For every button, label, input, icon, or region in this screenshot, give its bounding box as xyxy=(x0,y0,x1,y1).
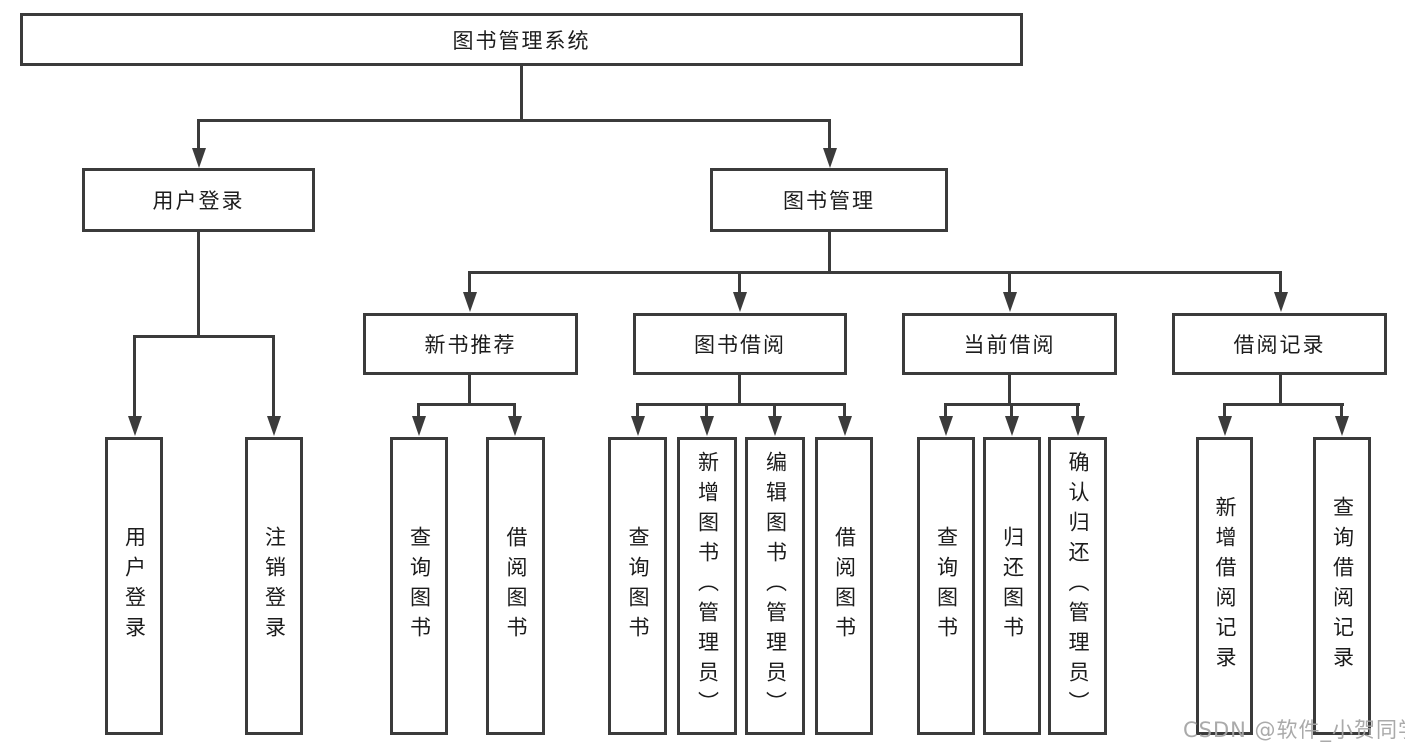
arrow-to-bb-add xyxy=(699,416,714,436)
arrow-to-bb-borrow xyxy=(837,416,852,436)
leaf-rec-borrow-books: 借阅图书 xyxy=(486,437,545,735)
leaf-cb-confirm-return-admin: 确认归还（管理员） xyxy=(1048,437,1107,735)
arrow-to-cb-query xyxy=(938,416,953,436)
drop-cb-query xyxy=(944,403,947,418)
connector-borrow-records-stub xyxy=(1279,375,1282,406)
drop-rec-query xyxy=(417,403,420,418)
arrow-to-br-add xyxy=(1217,416,1232,436)
arrow-to-cb-confirm xyxy=(1070,416,1085,436)
arrow-to-leaf-login xyxy=(127,416,142,436)
drop-bb-borrow xyxy=(843,403,846,418)
arrow-to-cb-return xyxy=(1004,416,1019,436)
arrow-to-rec-borrow xyxy=(507,416,522,436)
arrow-to-book-mgmt xyxy=(822,148,837,168)
arrow-to-leaf-logout xyxy=(266,416,281,436)
csdn-watermark: CSDN @软件_小贺同学 xyxy=(1183,718,1405,742)
connector-borrow-records-rail xyxy=(1223,403,1344,406)
drop-cb-return xyxy=(1010,403,1013,418)
connector-user-login-drop xyxy=(197,119,200,150)
leaf-bb-query-books: 查询图书 xyxy=(608,437,667,735)
drop-bb-query xyxy=(636,403,639,418)
drop-bb-add xyxy=(705,403,708,418)
leaf-logout: 注销登录 xyxy=(245,437,303,735)
connector-borrow-records-drop xyxy=(1279,271,1282,294)
drop-cb-confirm xyxy=(1076,403,1079,418)
arrow-to-bb-query xyxy=(630,416,645,436)
node-root-library-system: 图书管理系统 xyxy=(20,13,1023,66)
connector-current-borrow-stub xyxy=(1008,375,1011,406)
node-book-borrow: 图书借阅 xyxy=(633,313,847,375)
connector-new-book-rec-stub xyxy=(468,375,471,406)
leaf-bb-edit-books-admin: 编辑图书（管理员） xyxy=(745,437,805,735)
connector-level2-rail xyxy=(197,119,831,122)
connector-book-mgmt-stub xyxy=(828,232,831,274)
arrow-to-current-borrow xyxy=(1002,292,1017,312)
leaf-bb-add-books-admin: 新增图书（管理员） xyxy=(677,437,737,735)
arrow-to-book-borrow xyxy=(732,292,747,312)
connector-current-borrow-drop xyxy=(1008,271,1011,294)
connector-user-login-rail xyxy=(133,335,275,338)
node-book-mgmt: 图书管理 xyxy=(710,168,948,232)
arrow-to-bb-edit xyxy=(767,416,782,436)
connector-new-book-rec-drop xyxy=(468,271,471,294)
arrow-to-new-book-rec xyxy=(462,292,477,312)
leaf-rec-query-books: 查询图书 xyxy=(390,437,448,735)
node-user-login: 用户登录 xyxy=(82,168,315,232)
leaf-cb-query-books: 查询图书 xyxy=(917,437,975,735)
arrow-to-rec-query xyxy=(411,416,426,436)
connector-book-mgmt-drop xyxy=(828,119,831,150)
connector-root-drop xyxy=(520,66,523,120)
connector-user-login-stub xyxy=(197,232,200,338)
leaf-cb-return-books: 归还图书 xyxy=(983,437,1041,735)
connector-leaf-login-drop xyxy=(133,335,136,418)
drop-rec-borrow xyxy=(513,403,516,418)
arrow-to-borrow-records xyxy=(1273,292,1288,312)
arrow-to-br-query xyxy=(1334,416,1349,436)
leaf-user-login: 用户登录 xyxy=(105,437,163,735)
drop-br-query xyxy=(1340,403,1343,418)
drop-br-add xyxy=(1223,403,1226,418)
leaf-bb-borrow-books: 借阅图书 xyxy=(815,437,873,735)
connector-book-borrow-rail xyxy=(636,403,846,406)
node-new-book-rec: 新书推荐 xyxy=(363,313,578,375)
connector-leaf-logout-drop xyxy=(272,335,275,418)
connector-book-borrow-stub xyxy=(738,375,741,406)
connector-book-borrow-drop xyxy=(738,271,741,294)
arrow-to-user-login xyxy=(191,148,206,168)
leaf-br-add-record: 新增借阅记录 xyxy=(1196,437,1253,735)
connector-new-book-rec-rail xyxy=(417,403,516,406)
node-borrow-records: 借阅记录 xyxy=(1172,313,1387,375)
connector-level3-rail xyxy=(468,271,1282,274)
leaf-br-query-record: 查询借阅记录 xyxy=(1313,437,1371,735)
drop-bb-edit xyxy=(773,403,776,418)
node-current-borrow: 当前借阅 xyxy=(902,313,1117,375)
